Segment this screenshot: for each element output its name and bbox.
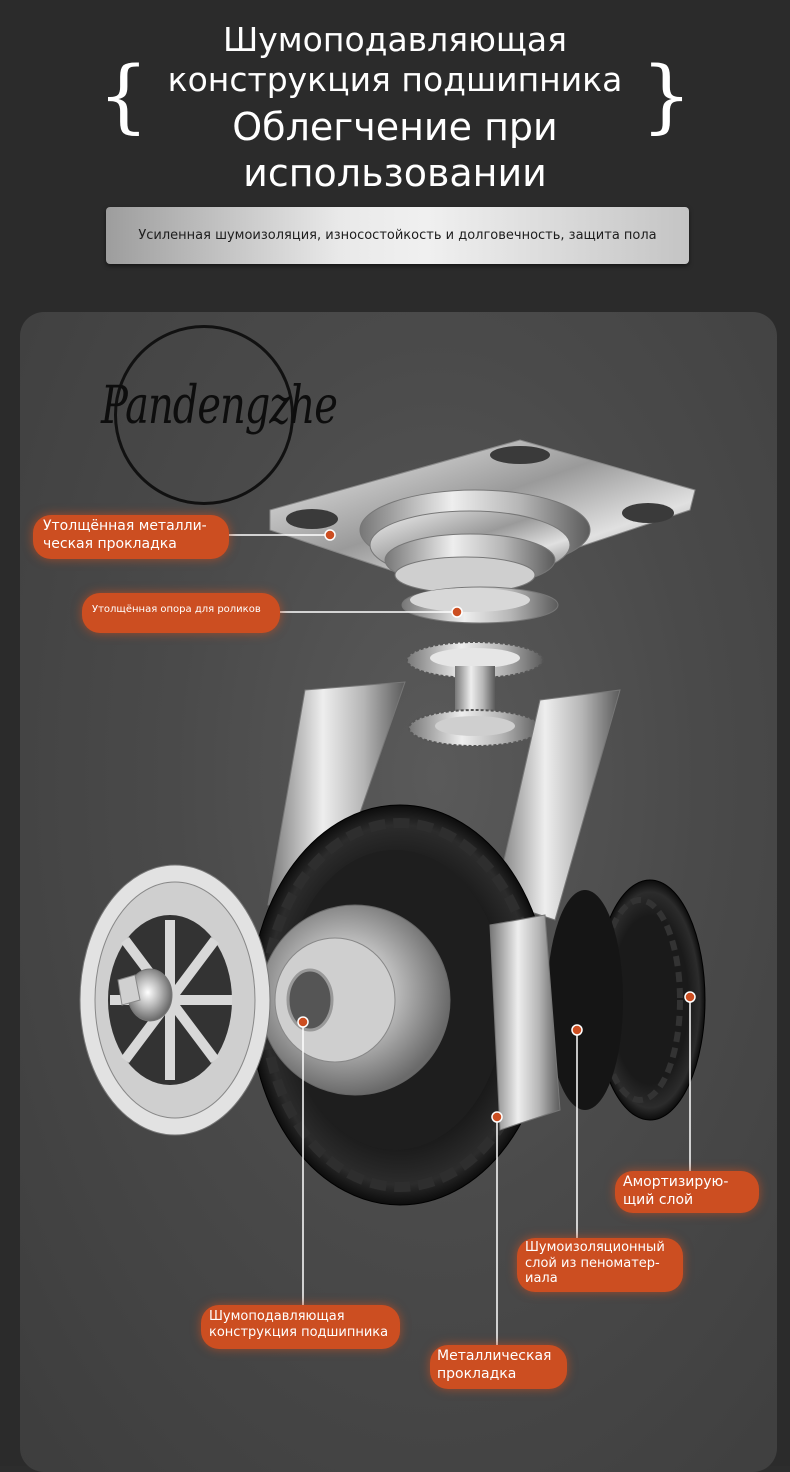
callout-bearing-line2: конструкция подшипника xyxy=(209,1325,389,1341)
callout-foam-layer-line3: иала xyxy=(525,1271,558,1287)
mounting-plate xyxy=(269,439,696,594)
front-disc xyxy=(79,864,271,1136)
subtitle-text: Усиленная шумоизоляция, износостойкость … xyxy=(138,228,657,243)
callout-shock-layer-line2: щий слой xyxy=(623,1191,694,1208)
callout-thick-metal-plate-line2: ческая прокладка xyxy=(43,535,177,552)
metal-gasket xyxy=(489,914,561,1131)
brand-logo: Pandengzhe xyxy=(101,325,338,505)
callout-metal-plate-line2: прокладка xyxy=(437,1365,517,1382)
callout-dots xyxy=(297,529,696,1123)
callout-shock-layer: Амортизирую- щий слой xyxy=(615,1171,759,1213)
callout-thick-metal-plate-line1: Утолщённая металли- xyxy=(43,518,207,534)
brand-logo-text: Pandengzhe xyxy=(101,376,338,436)
callout-lines xyxy=(228,534,691,1345)
callout-foam-layer: Шумоизоляционный слой из пеноматер- иала xyxy=(517,1238,683,1292)
title-line-2: конструкция подшипника xyxy=(167,60,623,99)
left-brace: { xyxy=(98,49,149,142)
callout-metal-plate: Металлическая прокладка xyxy=(430,1345,567,1389)
callout-foam-layer-line1: Шумоизоляционный xyxy=(525,1240,665,1255)
callout-thick-metal-plate: Утолщённая металли- ческая прокладка xyxy=(33,515,229,559)
title-line-3: Облегчение при xyxy=(232,105,558,149)
title-line-1: Шумоподавляющая xyxy=(222,20,568,59)
callout-metal-plate-line1: Металлическая xyxy=(437,1348,552,1364)
callout-foam-layer-line2: слой из пеноматер- xyxy=(525,1255,660,1271)
callout-roller-support: Утолщённая опора для роликов xyxy=(82,593,280,633)
subtitle-bar: Усиленная шумоизоляция, износостойкость … xyxy=(106,207,689,264)
header: { } Шумоподавляющая конструкция подшипни… xyxy=(0,0,790,300)
title-line-4: использовании xyxy=(243,151,547,195)
right-brace: } xyxy=(641,49,692,142)
callout-shock-layer-line1: Амортизирую- xyxy=(623,1174,729,1190)
callout-roller-support-text: Утолщённая опора для роликов xyxy=(92,604,261,615)
axle-hub xyxy=(259,904,451,1096)
foam-layer xyxy=(547,890,623,1110)
callout-bearing-line1: Шумоподавляющая xyxy=(209,1309,345,1324)
bearing-bolt xyxy=(406,641,544,747)
roller-support xyxy=(401,586,559,624)
callout-bearing: Шумоподавляющая конструкция подшипника xyxy=(201,1305,400,1349)
